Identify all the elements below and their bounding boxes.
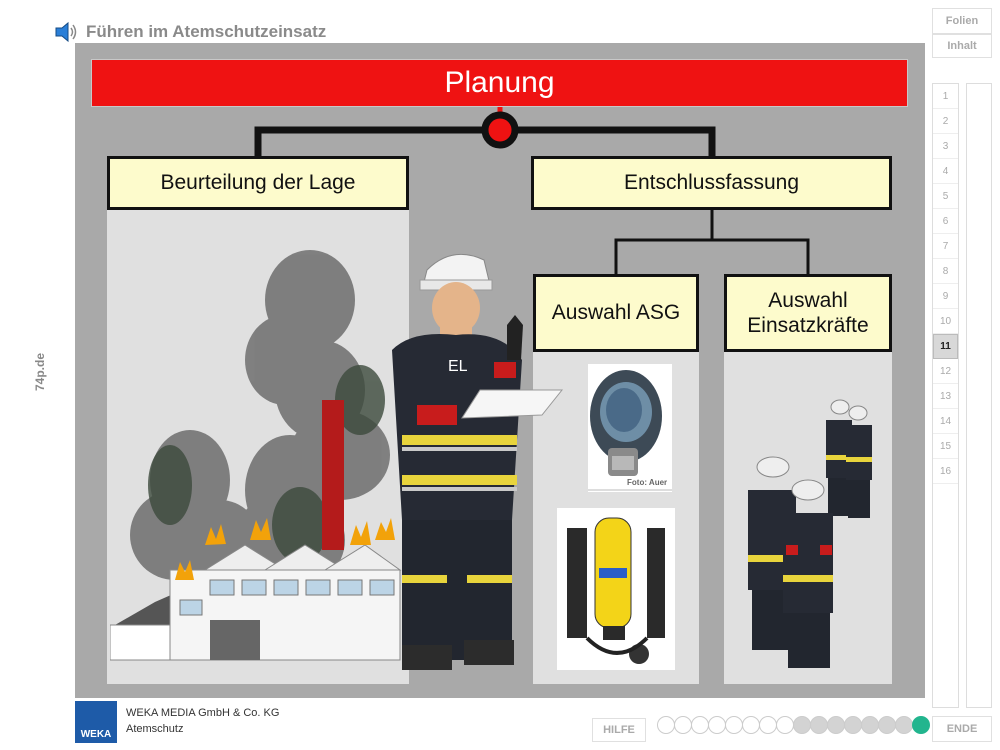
ende-button[interactable]: ENDE [932, 716, 992, 742]
inhalt-button[interactable]: Inhalt [932, 34, 992, 58]
slide-number-15[interactable]: 15 [933, 434, 958, 459]
slide-number-10[interactable]: 10 [933, 309, 958, 334]
breathing-apparatus-image [567, 517, 665, 664]
burning-building-illustration [110, 250, 402, 661]
progress-dot[interactable] [861, 716, 879, 734]
box-entschluss: Entschlussfassung [531, 156, 892, 210]
box-line-2: Einsatzkräfte [747, 314, 869, 337]
slide-number-7[interactable]: 7 [933, 234, 958, 259]
progress-dot[interactable] [878, 716, 896, 734]
progress-dot[interactable] [657, 716, 675, 734]
slide-number-12[interactable]: 12 [933, 359, 958, 384]
box-beurteilung: Beurteilung der Lage [107, 156, 409, 210]
slide-number-16[interactable]: 16 [933, 459, 958, 484]
slide-title-banner: Planung [91, 59, 908, 107]
folien-button[interactable]: Folien [932, 8, 992, 34]
slide-number-9[interactable]: 9 [933, 284, 958, 309]
app-title: Führen im Atemschutzeinsatz [86, 22, 327, 41]
box-line-1: Auswahl [768, 288, 848, 312]
einsatzkraefte-illustration [748, 399, 872, 668]
progress-dots [657, 716, 930, 734]
progress-dot[interactable] [912, 716, 930, 734]
footer-subtitle: Atemschutz [126, 723, 184, 735]
progress-dot[interactable] [776, 716, 794, 734]
progress-dot[interactable] [725, 716, 743, 734]
scrollbar[interactable] [966, 83, 992, 708]
progress-dot[interactable] [759, 716, 777, 734]
footer-company: WEKA MEDIA GmbH & Co. KG [126, 707, 280, 719]
tree-connectors [254, 105, 810, 275]
slide-number-2[interactable]: 2 [933, 109, 958, 134]
progress-dot[interactable] [895, 716, 913, 734]
slide-number-4[interactable]: 4 [933, 159, 958, 184]
progress-dot[interactable] [810, 716, 828, 734]
progress-dot[interactable] [793, 716, 811, 734]
box-auswahl-einsatzkraefte: Auswahl Einsatzkräfte [724, 274, 892, 352]
hilfe-button[interactable]: HILFE [592, 718, 646, 742]
vest-label: EL [448, 358, 468, 375]
slide-number-13[interactable]: 13 [933, 384, 958, 409]
box-auswahl-asg: Auswahl ASG [533, 274, 699, 352]
side-wordmark: 74p.de [33, 353, 47, 392]
progress-dot[interactable] [674, 716, 692, 734]
slide-number-8[interactable]: 8 [933, 259, 958, 284]
weka-logo: WEKA [75, 701, 117, 743]
slide-number-11[interactable]: 11 [933, 334, 958, 359]
progress-dot[interactable] [691, 716, 709, 734]
slide-number-5[interactable]: 5 [933, 184, 958, 209]
einsatzleiter-illustration [392, 253, 564, 670]
slide-number-3[interactable]: 3 [933, 134, 958, 159]
photo-credit: Foto: Auer [627, 478, 668, 487]
progress-dot[interactable] [708, 716, 726, 734]
full-face-mask-image [588, 370, 672, 491]
slide-number-14[interactable]: 14 [933, 409, 958, 434]
scba-photo [557, 508, 675, 670]
progress-dot[interactable] [827, 716, 845, 734]
speaker-icon[interactable] [53, 20, 79, 44]
slide-number-1[interactable]: 1 [933, 84, 958, 109]
mask-photo [588, 364, 672, 492]
progress-dot[interactable] [844, 716, 862, 734]
slide-number-6[interactable]: 6 [933, 209, 958, 234]
progress-dot[interactable] [742, 716, 760, 734]
